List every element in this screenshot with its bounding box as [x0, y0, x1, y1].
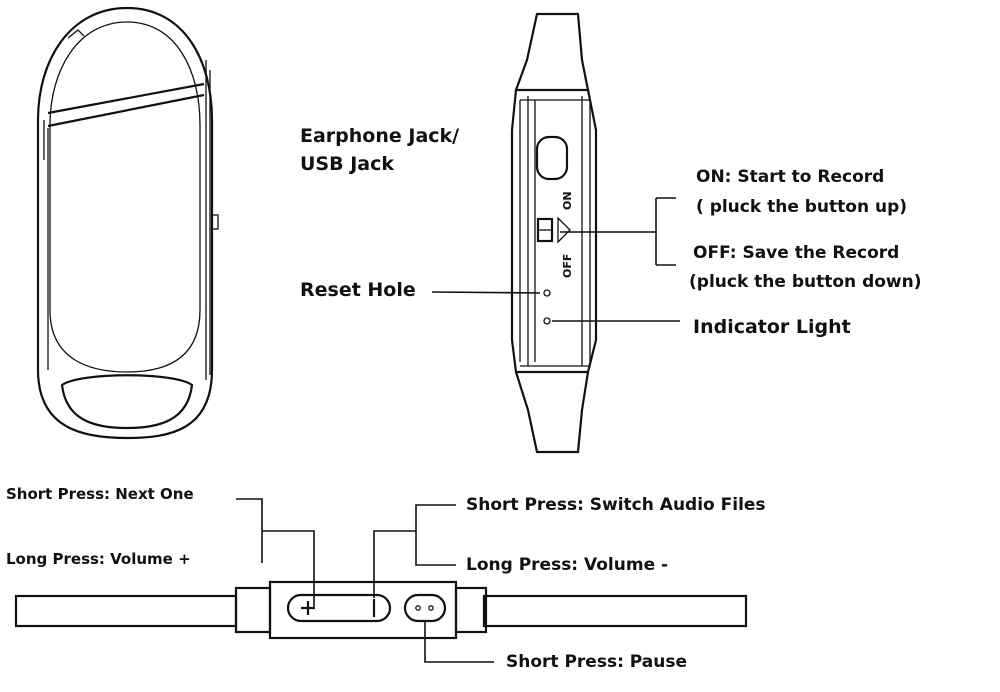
front-clip-band	[47, 82, 205, 128]
front-outer-body	[36, 6, 214, 440]
switch-audio-label: Short Press: Switch Audio Files	[466, 495, 766, 515]
front-side-button	[211, 214, 219, 230]
pause-leader	[424, 621, 494, 663]
side-body-inner	[519, 96, 591, 366]
remote-labels: Short Press: Next One Long Press: Volume…	[6, 485, 766, 672]
switch-leader-line	[560, 197, 676, 266]
side-body-outer	[510, 89, 598, 374]
indicator-light-label: Indicator Light	[693, 316, 851, 338]
next-one-label: Short Press: Next One	[6, 485, 194, 503]
side-view-labels: Earphone Jack/ USB Jack ON: Start to Rec…	[300, 125, 922, 338]
volume-down-leader	[373, 504, 456, 598]
earphone-usb-jack	[535, 135, 569, 181]
front-clip-side-right	[205, 60, 211, 380]
switch-on-arrow	[557, 216, 571, 244]
remote-left-collar	[234, 586, 272, 634]
reset-hole-label: Reset Hole	[300, 279, 416, 301]
remote-body	[268, 580, 458, 640]
front-inner-body	[49, 21, 201, 373]
volume-up-label: Long Press: Volume +	[6, 550, 191, 568]
volume-rocker	[286, 593, 392, 623]
on-label: ON: Start to Record	[696, 167, 884, 187]
front-top-notch	[67, 29, 85, 39]
front-clip-side-left	[43, 120, 49, 370]
reset-hole-leader	[431, 291, 541, 294]
front-view	[36, 6, 219, 440]
pause-dot-right	[428, 605, 434, 611]
side-top-cap	[514, 12, 590, 92]
front-bottom-loop	[60, 374, 194, 430]
volume-down-label: Long Press: Volume -	[466, 555, 668, 575]
off-label: OFF: Save the Record	[693, 243, 899, 263]
indicator-light	[543, 317, 551, 325]
reset-hole	[543, 289, 551, 297]
volume-plus-icon	[301, 601, 315, 615]
side-view: ON OFF	[510, 12, 598, 454]
switch-on-text: ON	[561, 191, 574, 210]
pause-label: Short Press: Pause	[506, 652, 687, 672]
remote-right-collar	[454, 586, 488, 634]
off-sub-label: (pluck the button down)	[689, 272, 922, 292]
on-sub-label: ( pluck the button up)	[696, 197, 907, 217]
side-bottom-cap	[514, 371, 590, 454]
cable-left	[14, 594, 238, 628]
switch-off-text: OFF	[561, 254, 574, 278]
pause-button	[403, 593, 447, 623]
volume-up-leader	[236, 498, 315, 608]
cable-right	[482, 594, 748, 628]
usb-jack-label: USB Jack	[300, 153, 394, 175]
earphone-remote	[14, 580, 748, 640]
pause-dot-left	[415, 605, 421, 611]
earphone-jack-label: Earphone Jack/	[300, 125, 459, 147]
